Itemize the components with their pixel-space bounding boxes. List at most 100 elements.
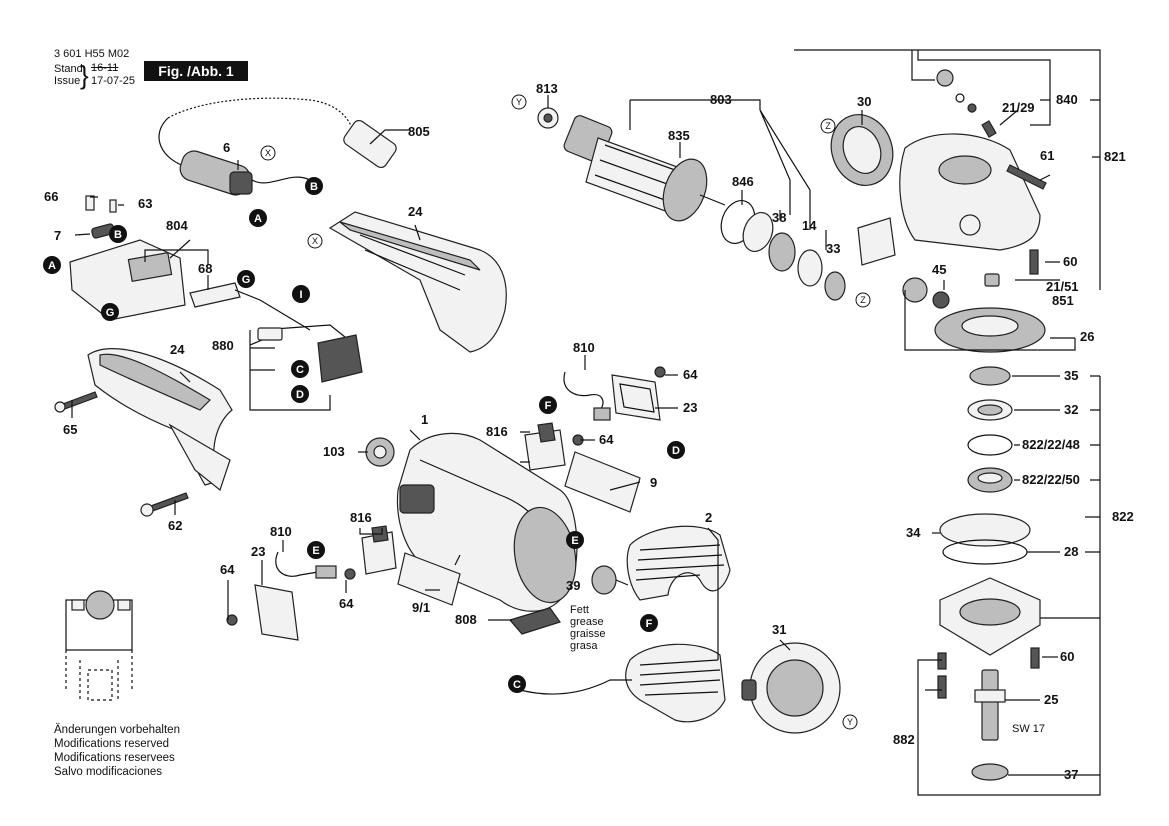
label-808 [508, 607, 561, 635]
figure-label: Fig. /Abb. 1 [144, 61, 248, 81]
screw-60a [1029, 249, 1039, 275]
marker-x-handle: X [307, 233, 323, 249]
part-label: 63 [138, 196, 152, 211]
svg-text:A: A [48, 260, 56, 272]
brush-holder-top [524, 422, 566, 471]
grease-note: grasa [570, 640, 598, 652]
part-label: 882 [893, 732, 915, 747]
part-label: 26 [1080, 329, 1094, 344]
part-label: 7 [54, 228, 61, 243]
footnote-line: Modifications reservees [54, 752, 175, 764]
grease-pot-39 [591, 565, 617, 595]
part-label: 30 [857, 94, 871, 109]
part-label: 103 [323, 444, 345, 459]
connector-badge-g-switch: G [101, 303, 119, 321]
grease-note: Fett [570, 604, 589, 616]
flange-nut-37 [971, 763, 1009, 781]
part-label: 64 [599, 432, 614, 447]
carbon-brush-top [563, 371, 611, 421]
svg-text:E: E [571, 535, 578, 547]
connector-badge-a-switch: A [43, 256, 61, 274]
part-label: 840 [1056, 92, 1078, 107]
connector-badge-b-switch: B [109, 225, 127, 243]
part-label: 24 [170, 342, 185, 357]
retaining-ring-822 [967, 434, 1013, 456]
connector-badges: B A B A G G I C D F D E E F C [43, 177, 685, 693]
part-label: 822/22/50 [1022, 472, 1080, 487]
brush-holder-left [361, 525, 397, 575]
part-label: 9 [650, 475, 657, 490]
part-label: 68 [198, 261, 212, 276]
part-label: 64 [220, 562, 235, 577]
part-label: 24 [408, 204, 423, 219]
svg-text:G: G [242, 274, 251, 286]
part-label: 37 [1064, 767, 1078, 782]
part-label: 810 [270, 524, 292, 539]
part-label: 28 [1064, 544, 1078, 559]
connector-badge-i: I [292, 285, 310, 303]
aux-handle [328, 211, 507, 353]
screw-64-left-b [344, 568, 356, 580]
svg-text:A: A [254, 213, 262, 225]
issue-label: Issue [54, 75, 81, 87]
connector-badge-c-switch: C [291, 360, 309, 378]
armature [563, 115, 726, 222]
bearing-822-50 [967, 467, 1013, 493]
pinion [902, 277, 928, 303]
crown-gear-26 [934, 307, 1046, 353]
screw-64-left-a [226, 614, 238, 626]
switch-assembly [69, 195, 311, 331]
svg-text:D: D [296, 389, 304, 401]
wrench-size-note: SW 17 [1012, 723, 1045, 735]
svg-text:D: D [672, 445, 680, 457]
screw-65 [54, 391, 98, 413]
connector-badge-e-field: E [566, 531, 584, 549]
wiring-schematic [65, 590, 133, 701]
part-label: 804 [166, 218, 188, 233]
part-label: 14 [802, 218, 817, 233]
part-label: 808 [455, 612, 477, 627]
marker-y-armature: Y [511, 94, 527, 110]
stand-label: Stand [54, 63, 83, 75]
svg-text:Z: Z [860, 295, 866, 305]
part-label: 23 [251, 544, 265, 559]
part-label: 9/1 [412, 600, 430, 615]
carbon-brush-left [275, 551, 337, 579]
part-label: 1 [421, 412, 428, 427]
part-label: 62 [168, 518, 182, 533]
marker-z-gear: Z [820, 118, 836, 134]
connector-badge-d-switch: D [291, 385, 309, 403]
bearing-14 [768, 232, 823, 287]
screw-62 [140, 492, 189, 517]
part-label: 23 [683, 400, 697, 415]
brush-cover-top [611, 374, 661, 421]
footnote: Änderungen vorbehalten Modifications res… [54, 723, 180, 779]
part-label: 39 [566, 578, 580, 593]
reference-markers: X X Y Y Z Z [260, 94, 871, 730]
screw-61 [1006, 164, 1047, 190]
part-label: 821 [1104, 149, 1126, 164]
part-label: 35 [1064, 368, 1078, 383]
marker-x-cord: X [260, 145, 276, 161]
svg-text:Z: Z [825, 121, 831, 131]
svg-text:C: C [513, 679, 521, 691]
part-label: 2 [705, 510, 712, 525]
part-label: 835 [668, 128, 690, 143]
part-label: 822 [1112, 509, 1134, 524]
part-label: 45 [932, 262, 946, 277]
bearing-flange [939, 577, 1041, 656]
part-label: 38 [772, 210, 786, 225]
svg-text:B: B [114, 229, 122, 241]
thrust-pad [857, 217, 896, 266]
leader-lines [71, 49, 1101, 796]
connector-badge-g-wire: G [237, 270, 255, 288]
footnote-line: Salvo modificaciones [54, 766, 163, 778]
part-label: 33 [826, 241, 840, 256]
svg-text:I: I [299, 289, 302, 301]
part-label: 25 [1044, 692, 1058, 707]
screw-882 [937, 652, 947, 699]
bearing-813 [537, 107, 559, 129]
marker-z-nut: Z [855, 292, 871, 308]
